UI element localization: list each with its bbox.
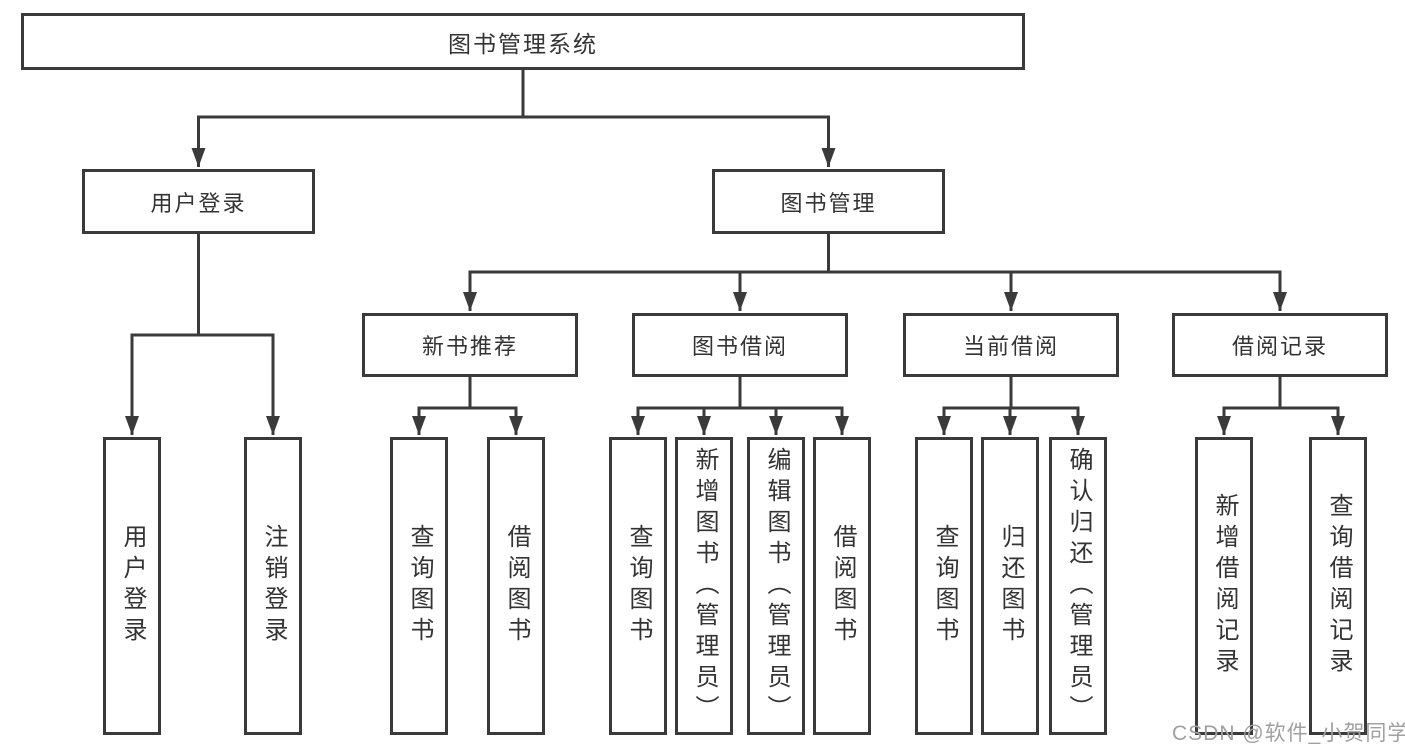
leaf-label: 确认归还（管理员） (1065, 446, 1092, 726)
leaf-label: 借阅图书 (829, 524, 856, 648)
leaf-label: 新增借阅记录 (1211, 493, 1238, 679)
leaf-user-login: 用户登录 (103, 437, 161, 735)
leaf-label: 查询图书 (931, 524, 958, 648)
node-book-management: 图书管理 (712, 169, 945, 234)
leaf-query-books-3: 查询图书 (915, 437, 973, 735)
node-label: 图书管理 (780, 190, 877, 216)
leaf-add-borrowing-record: 新增借阅记录 (1195, 437, 1253, 735)
leaf-query-borrowing-record: 查询借阅记录 (1309, 437, 1367, 735)
leaf-edit-books-admin: 编辑图书（管理员） (747, 437, 805, 735)
leaf-label: 归还图书 (997, 524, 1024, 648)
leaf-add-books-admin: 新增图书（管理员） (675, 437, 733, 735)
csdn-watermark: CSDN @软件_小贺同学 (1172, 722, 1405, 745)
node-current-borrowing: 当前借阅 (903, 313, 1119, 377)
leaf-label: 新增图书（管理员） (691, 446, 718, 726)
leaf-confirm-return-admin: 确认归还（管理员） (1049, 437, 1107, 735)
leaf-label: 编辑图书（管理员） (763, 446, 790, 726)
leaf-label: 查询图书 (625, 524, 652, 648)
leaf-label: 查询图书 (406, 524, 433, 648)
leaf-label: 注销登录 (260, 524, 287, 648)
leaf-return-books: 归还图书 (981, 437, 1039, 735)
leaf-borrow-books-2: 借阅图书 (813, 437, 871, 735)
node-label: 图书管理系统 (448, 30, 598, 57)
leaf-logout: 注销登录 (244, 437, 302, 735)
node-label: 图书借阅 (691, 334, 788, 359)
leaf-label: 用户登录 (119, 524, 146, 648)
node-label: 新书推荐 (421, 334, 518, 359)
node-user-login: 用户登录 (82, 169, 315, 234)
leaf-label: 借阅图书 (503, 524, 530, 648)
node-book-borrowing: 图书借阅 (632, 313, 848, 377)
leaf-borrow-books: 借阅图书 (487, 437, 545, 735)
leaf-query-books: 查询图书 (390, 437, 448, 735)
leaf-query-books-2: 查询图书 (609, 437, 667, 735)
node-borrowing-records: 借阅记录 (1172, 313, 1388, 377)
node-label: 用户登录 (150, 190, 247, 216)
node-label: 借阅记录 (1231, 334, 1328, 359)
node-label: 当前借阅 (962, 334, 1059, 359)
node-library-management-system: 图书管理系统 (21, 13, 1025, 70)
leaf-label: 查询借阅记录 (1325, 493, 1352, 679)
node-new-book-recommendation: 新书推荐 (362, 313, 578, 377)
